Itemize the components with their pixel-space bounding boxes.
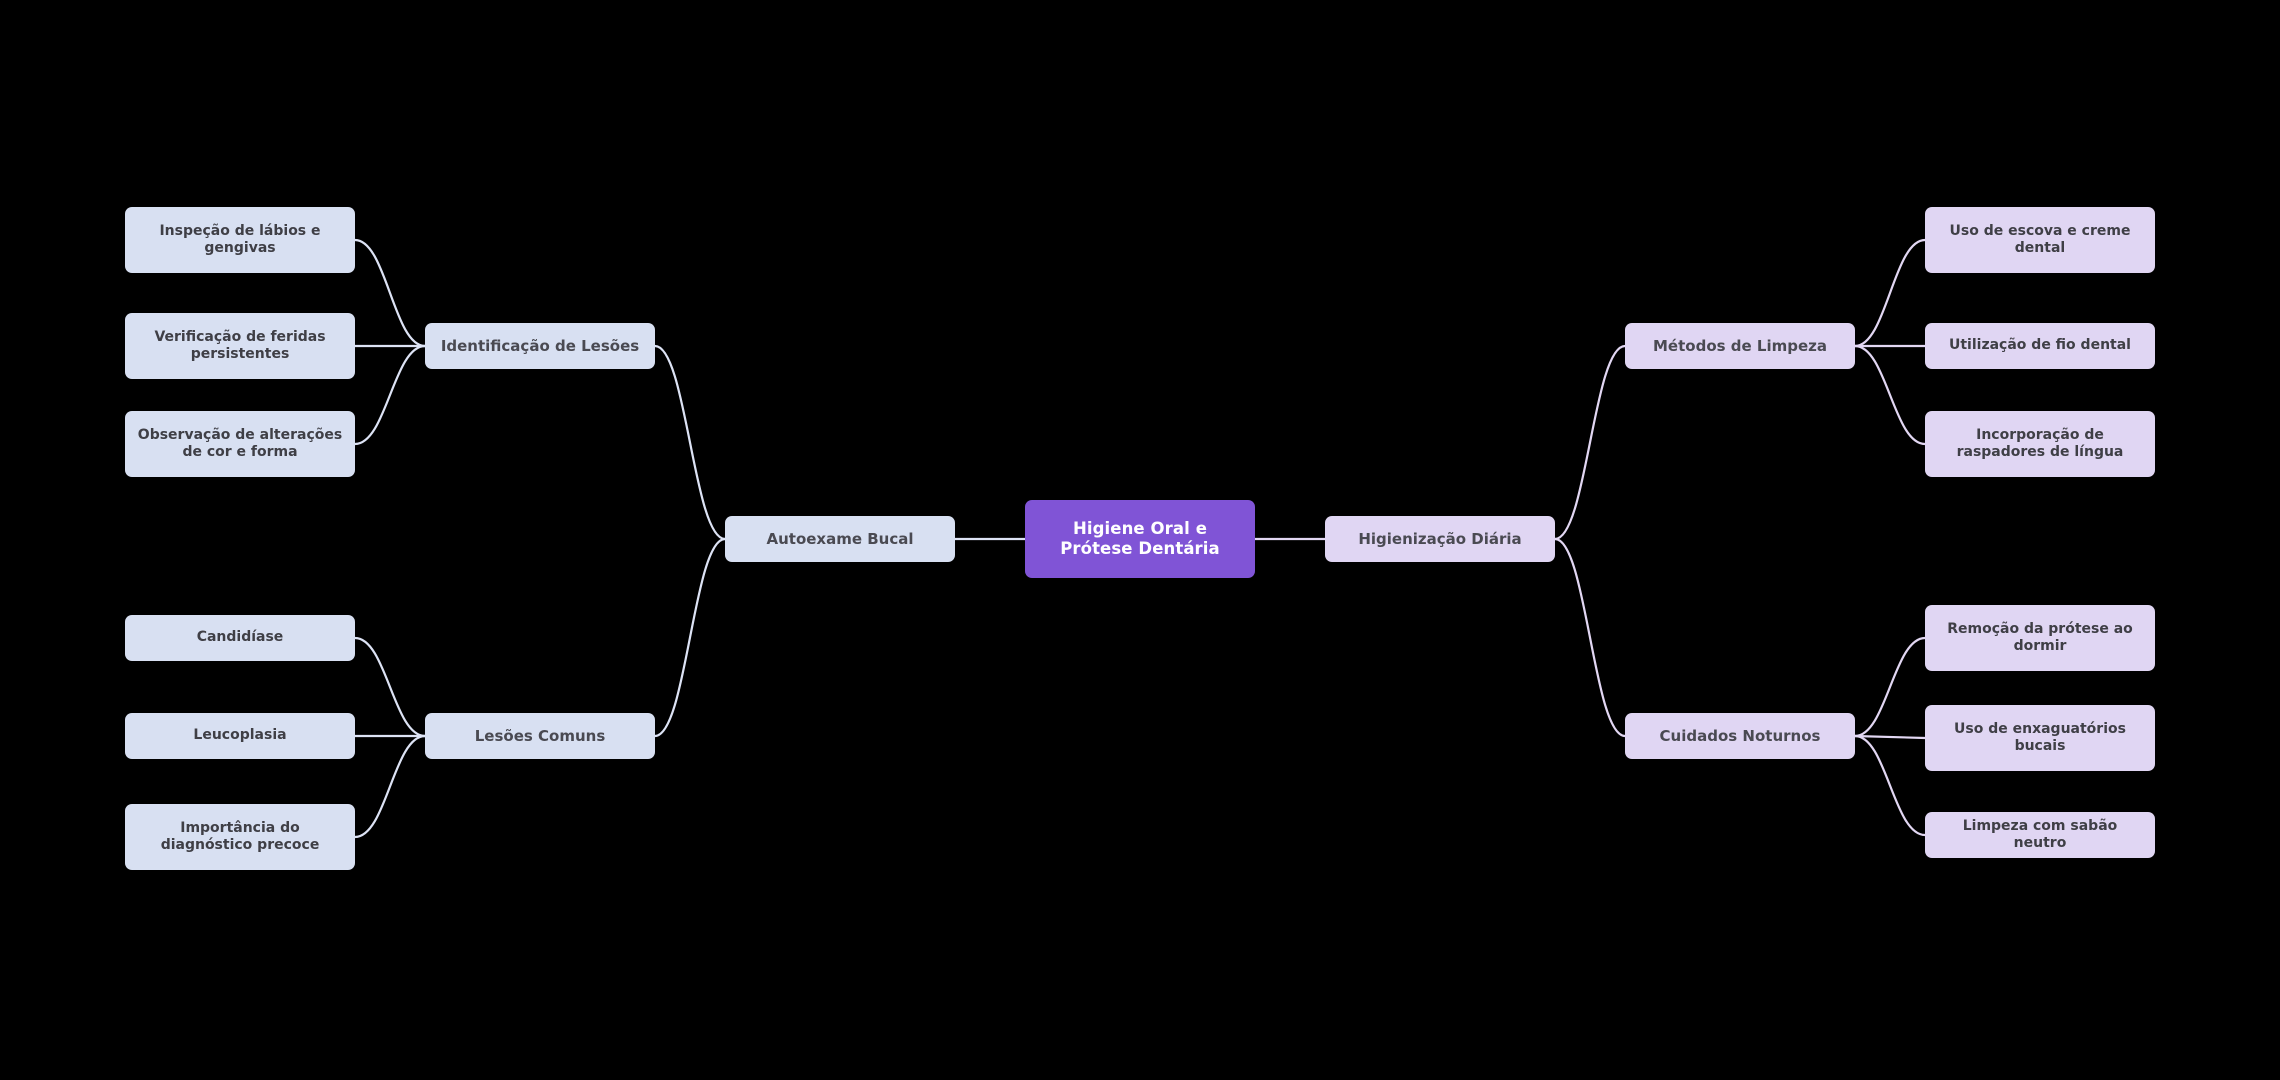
mindmap-edge-metodos-de-limpeza-to-incorporacao-de-raspadores-de-lingua xyxy=(1853,344,1927,446)
mindmap-node-importancia-do-diagnostico-precoce[interactable]: Importância do diagnóstico precoce xyxy=(125,804,355,870)
mindmap-node-leucoplasia[interactable]: Leucoplasia xyxy=(125,713,355,759)
mindmap-edge-metodos-de-limpeza-to-uso-de-escova-e-creme-dental xyxy=(1853,238,1927,348)
mindmap-node-candidiase[interactable]: Candidíase xyxy=(125,615,355,661)
mindmap-node-label: Inspeção de lábios e gengivas xyxy=(159,222,321,256)
mindmap-node-label: Cuidados Noturnos xyxy=(1659,726,1821,745)
mindmap-node-label: Importância do diagnóstico precoce xyxy=(160,819,320,853)
mindmap-node-identificacao-de-lesoes[interactable]: Identificação de Lesões xyxy=(425,323,655,369)
mindmap-node-utilizacao-de-fio-dental[interactable]: Utilização de fio dental xyxy=(1925,323,2155,369)
mindmap-node-label: Candidíase xyxy=(196,629,284,646)
mindmap-edge-cuidados-noturnos-to-limpeza-com-sabao-neutro xyxy=(1853,734,1927,837)
mindmap-node-label: Higiene Oral e Prótese Dentária xyxy=(1060,518,1220,558)
mindmap-node-root[interactable]: Higiene Oral e Prótese Dentária xyxy=(1025,500,1255,578)
mindmap-edge-higienizacao-diaria-to-cuidados-noturnos xyxy=(1553,537,1627,738)
mindmap-node-label: Incorporação de raspadores de língua xyxy=(1956,426,2124,460)
mindmap-edge-higienizacao-diaria-to-metodos-de-limpeza xyxy=(1553,344,1627,541)
mindmap-node-autoexame-bucal[interactable]: Autoexame Bucal xyxy=(725,516,955,562)
mindmap-node-remocao-da-protese-ao-dormir[interactable]: Remoção da prótese ao dormir xyxy=(1925,605,2155,671)
mindmap-node-label: Limpeza com sabão neutro xyxy=(1962,817,2118,851)
mindmap-node-verificacao-de-feridas-persistentes[interactable]: Verificação de feridas persistentes xyxy=(125,313,355,379)
mindmap-node-uso-de-escova-e-creme-dental[interactable]: Uso de escova e creme dental xyxy=(1925,207,2155,273)
mindmap-node-higienizacao-diaria[interactable]: Higienização Diária xyxy=(1325,516,1555,562)
mindmap-node-uso-de-enxaguatorios-bucais[interactable]: Uso de enxaguatórios bucais xyxy=(1925,705,2155,771)
mindmap-node-metodos-de-limpeza[interactable]: Métodos de Limpeza xyxy=(1625,323,1855,369)
mindmap-node-label: Identificação de Lesões xyxy=(440,336,640,355)
mindmap-node-incorporacao-de-raspadores-de-lingua[interactable]: Incorporação de raspadores de língua xyxy=(1925,411,2155,477)
mindmap-edge-lesoes-comuns-to-candidiase xyxy=(353,636,427,738)
mindmap-edge-cuidados-noturnos-to-uso-de-enxaguatorios-bucais xyxy=(1853,734,1927,740)
mindmap-node-label: Uso de enxaguatórios bucais xyxy=(1954,720,2126,754)
mindmap-node-inspecao-de-labios-e-gengivas[interactable]: Inspeção de lábios e gengivas xyxy=(125,207,355,273)
mindmap-node-label: Autoexame Bucal xyxy=(766,529,914,548)
mindmap-node-observacao-de-alteracoes-de-cor-e-forma[interactable]: Observação de alterações de cor e forma xyxy=(125,411,355,477)
mindmap-node-label: Métodos de Limpeza xyxy=(1653,336,1827,355)
mindmap-node-label: Lesões Comuns xyxy=(474,726,606,745)
mindmap-node-label: Remoção da prótese ao dormir xyxy=(1947,620,2133,654)
mindmap-node-lesoes-comuns[interactable]: Lesões Comuns xyxy=(425,713,655,759)
mindmap-edge-autoexame-bucal-to-lesoes-comuns xyxy=(653,537,727,738)
mindmap-edge-cuidados-noturnos-to-remocao-da-protese-ao-dormir xyxy=(1853,636,1927,738)
mindmap-node-label: Uso de escova e creme dental xyxy=(1949,222,2131,256)
mindmap-node-label: Verificação de feridas persistentes xyxy=(154,328,326,362)
mindmap-node-label: Utilização de fio dental xyxy=(1949,337,2131,354)
mindmap-node-label: Leucoplasia xyxy=(193,727,287,744)
mindmap-edge-identificacao-de-lesoes-to-inspecao-de-labios-e-gengivas xyxy=(353,238,427,348)
mindmap-edge-autoexame-bucal-to-identificacao-de-lesoes xyxy=(653,344,727,541)
mindmap-edge-lesoes-comuns-to-importancia-do-diagnostico-precoce xyxy=(353,734,427,839)
mindmap-edge-identificacao-de-lesoes-to-observacao-de-alteracoes-de-cor-e-forma xyxy=(353,344,427,446)
mindmap-node-limpeza-com-sabao-neutro[interactable]: Limpeza com sabão neutro xyxy=(1925,812,2155,858)
mindmap-node-label: Higienização Diária xyxy=(1358,529,1522,548)
mindmap-node-cuidados-noturnos[interactable]: Cuidados Noturnos xyxy=(1625,713,1855,759)
mindmap-node-label: Observação de alterações de cor e forma xyxy=(137,426,343,460)
